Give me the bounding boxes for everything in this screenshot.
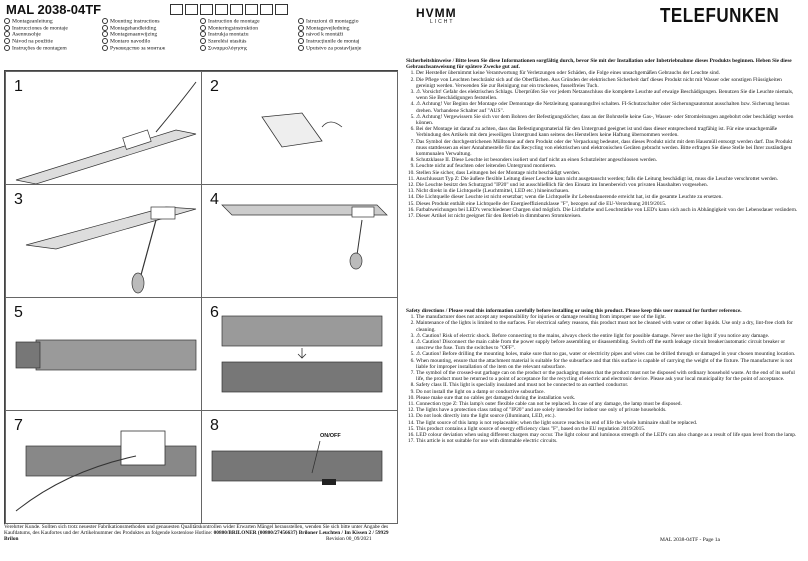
step-3-panel: 3	[5, 184, 202, 298]
english-list: The manufacturer does not accept any res…	[406, 314, 802, 444]
step-4-panel: 4	[201, 184, 398, 298]
step-6-illustration	[221, 315, 383, 393]
safety-item: The manufacturer does not accept any res…	[416, 314, 802, 320]
step-6-panel: 6	[201, 297, 398, 411]
safety-item: Caution! Risk of electric shock. Before …	[416, 333, 802, 339]
safety-item: The symbol of the crossed-out garbage ca…	[416, 370, 802, 382]
safety-item: Achtung! Vor Beginn der Montage oder Dem…	[416, 101, 802, 113]
language-item: Asennusohje	[4, 31, 102, 38]
language-item: Instrucciones de montaje	[4, 25, 102, 32]
safety-item: Caution! Before drilling the mounting ho…	[416, 351, 802, 357]
safety-item: Maintenance of the lights is limited to …	[416, 320, 802, 332]
footer-text: Verehrter Kunde. Sollten sich trotz neue…	[4, 524, 389, 536]
document-title: MAL 2038-04TF	[6, 2, 102, 17]
step-3-illustration	[25, 206, 197, 294]
safety-item: Do not look directly into the light sour…	[416, 413, 802, 419]
step-2-panel: 2	[201, 71, 398, 185]
step-7-illustration	[15, 430, 197, 512]
step-number: 4	[210, 191, 219, 208]
language-item: Montagevejledning	[298, 25, 396, 32]
safety-item: Connection type Z: This lamp's outer fle…	[416, 401, 802, 407]
safety-item: Please make sure that no cables get dama…	[416, 395, 802, 401]
language-item: Руководство за монтаж	[102, 45, 200, 52]
language-item: Návod na použitie	[4, 38, 102, 45]
safety-item: This product contains a light source of …	[416, 426, 802, 432]
german-safety-section: Sicherheitshinweise / Bitte lesen Sie di…	[406, 58, 802, 219]
safety-item: Safety class II. This light is specially…	[416, 382, 802, 388]
instruction-figure-grid: 1 2 3 4 5	[4, 70, 398, 524]
on-off-label: ON/OFF	[320, 433, 341, 439]
step-4-illustration	[221, 204, 388, 270]
safety-item: The lights have a protection class ratin…	[416, 407, 802, 413]
language-item: Instrukja montażu	[200, 31, 298, 38]
language-item: Montaro navodilo	[102, 38, 200, 45]
english-safety-section: Safety directions / Please read this inf…	[406, 308, 802, 444]
compliance-symbols	[170, 4, 340, 15]
safety-item: This article is not suitable for use wit…	[416, 438, 802, 444]
step-number: 7	[14, 417, 23, 434]
step-number: 3	[14, 191, 23, 208]
safety-item: LED colour deviation when using differen…	[416, 432, 802, 438]
language-item: Uputstvo za postavljanje	[298, 45, 396, 52]
safety-item: Dieser Artikel ist nicht geeignet für de…	[416, 213, 802, 219]
hotline: 00800/BRILONER (00800/27456637) Briloner…	[4, 530, 389, 542]
step-8-illustration	[211, 440, 383, 485]
safety-item: When mounting, ensure that the attachmen…	[416, 358, 802, 370]
safety-item: Caution! Disconnect the main cable from …	[416, 339, 802, 351]
language-item: Montagenaanwijzing	[102, 31, 200, 38]
safety-item: Do not install the light on a damp or co…	[416, 389, 802, 395]
brand-logo-right: TELEFUNKEN	[660, 4, 780, 27]
safety-item: Die Pflege von Leuchten beschränkt sich …	[416, 77, 802, 89]
step-7-panel: 7	[5, 410, 202, 524]
step-number: 2	[210, 78, 219, 95]
safety-item: Der Hersteller übernimmt keine Verantwor…	[416, 70, 802, 76]
step-number: 1	[14, 78, 23, 95]
step-1-panel: 1	[5, 71, 202, 185]
step-8-panel: 8 ON/OFF	[201, 410, 398, 524]
language-item: Instrucțiunile de montaj	[298, 38, 396, 45]
language-item: Monteringsinstruktion	[200, 25, 298, 32]
safety-item: Bei der Montage ist darauf zu achten, da…	[416, 126, 802, 138]
brand-logo-left: HVMM	[416, 6, 457, 20]
step-number: 5	[14, 304, 23, 321]
step-2-illustration	[261, 112, 343, 148]
language-item: návod k montáži	[298, 31, 396, 38]
safety-item: Anschlussart Typ Z: Die äußere flexible …	[416, 176, 802, 182]
step-5-panel: 5	[5, 297, 202, 411]
safety-item: Achtung! Vergewissern Sie sich vor dem B…	[416, 114, 802, 126]
language-item: Συναρμολόγησης	[200, 45, 298, 52]
language-item: Montagehandleiding	[102, 25, 200, 32]
safety-item: Nicht direkt in die Lichtquelle (Leuchtm…	[416, 188, 802, 194]
step-5-illustration	[15, 339, 197, 371]
language-item: Szerelési utasítás	[200, 38, 298, 45]
safety-item: Das Symbol der durchgestrichenen Müllton…	[416, 139, 802, 158]
footer-notice: Verehrter Kunde. Sollten sich trotz neue…	[4, 524, 396, 542]
safety-item: The light source of this lamp is not rep…	[416, 420, 802, 426]
english-header: Safety directions / Please read this inf…	[406, 308, 742, 314]
language-item: Mounting instructions	[102, 18, 200, 25]
step-1-illustration	[15, 81, 197, 184]
safety-item: Leuchte nicht auf feuchten oder leitende…	[416, 163, 802, 169]
safety-item: Dieses Produkt enthält eine Lichtquelle …	[416, 201, 802, 207]
safety-item: Die Leuchte besitzt den Schutzgrad "IP20…	[416, 182, 802, 188]
language-item: Instruções de montagem	[4, 45, 102, 52]
german-list: Der Hersteller übernimmt keine Verantwor…	[406, 70, 802, 219]
step-number: 8	[210, 417, 219, 434]
safety-item: Stellen Sie sicher, dass Leitungen bei d…	[416, 170, 802, 176]
german-header: Sicherheitshinweise / Bitte lesen Sie di…	[406, 58, 792, 71]
step-number: 6	[210, 304, 219, 321]
safety-item: Vorsicht! Gefahr des elektrischen Schlag…	[416, 89, 802, 101]
revision: Revision 00_09/2021	[326, 536, 372, 542]
brand-logo-left-sub: LICHT	[430, 19, 455, 25]
safety-item: Farbabweichungen bei LED's verschiedener…	[416, 207, 802, 213]
language-item: Istruzioni di montaggio	[298, 18, 396, 25]
language-item: Montageanleitung	[4, 18, 102, 25]
language-item: Instruction de montage	[200, 18, 298, 25]
page-label: MAL 2038-04TF - Page 1a	[660, 537, 720, 543]
safety-item: Schutzklasse II. Diese Leuchte ist beson…	[416, 157, 802, 163]
safety-item: Die Lichtquelle dieser Leuchte ist nicht…	[416, 194, 802, 200]
